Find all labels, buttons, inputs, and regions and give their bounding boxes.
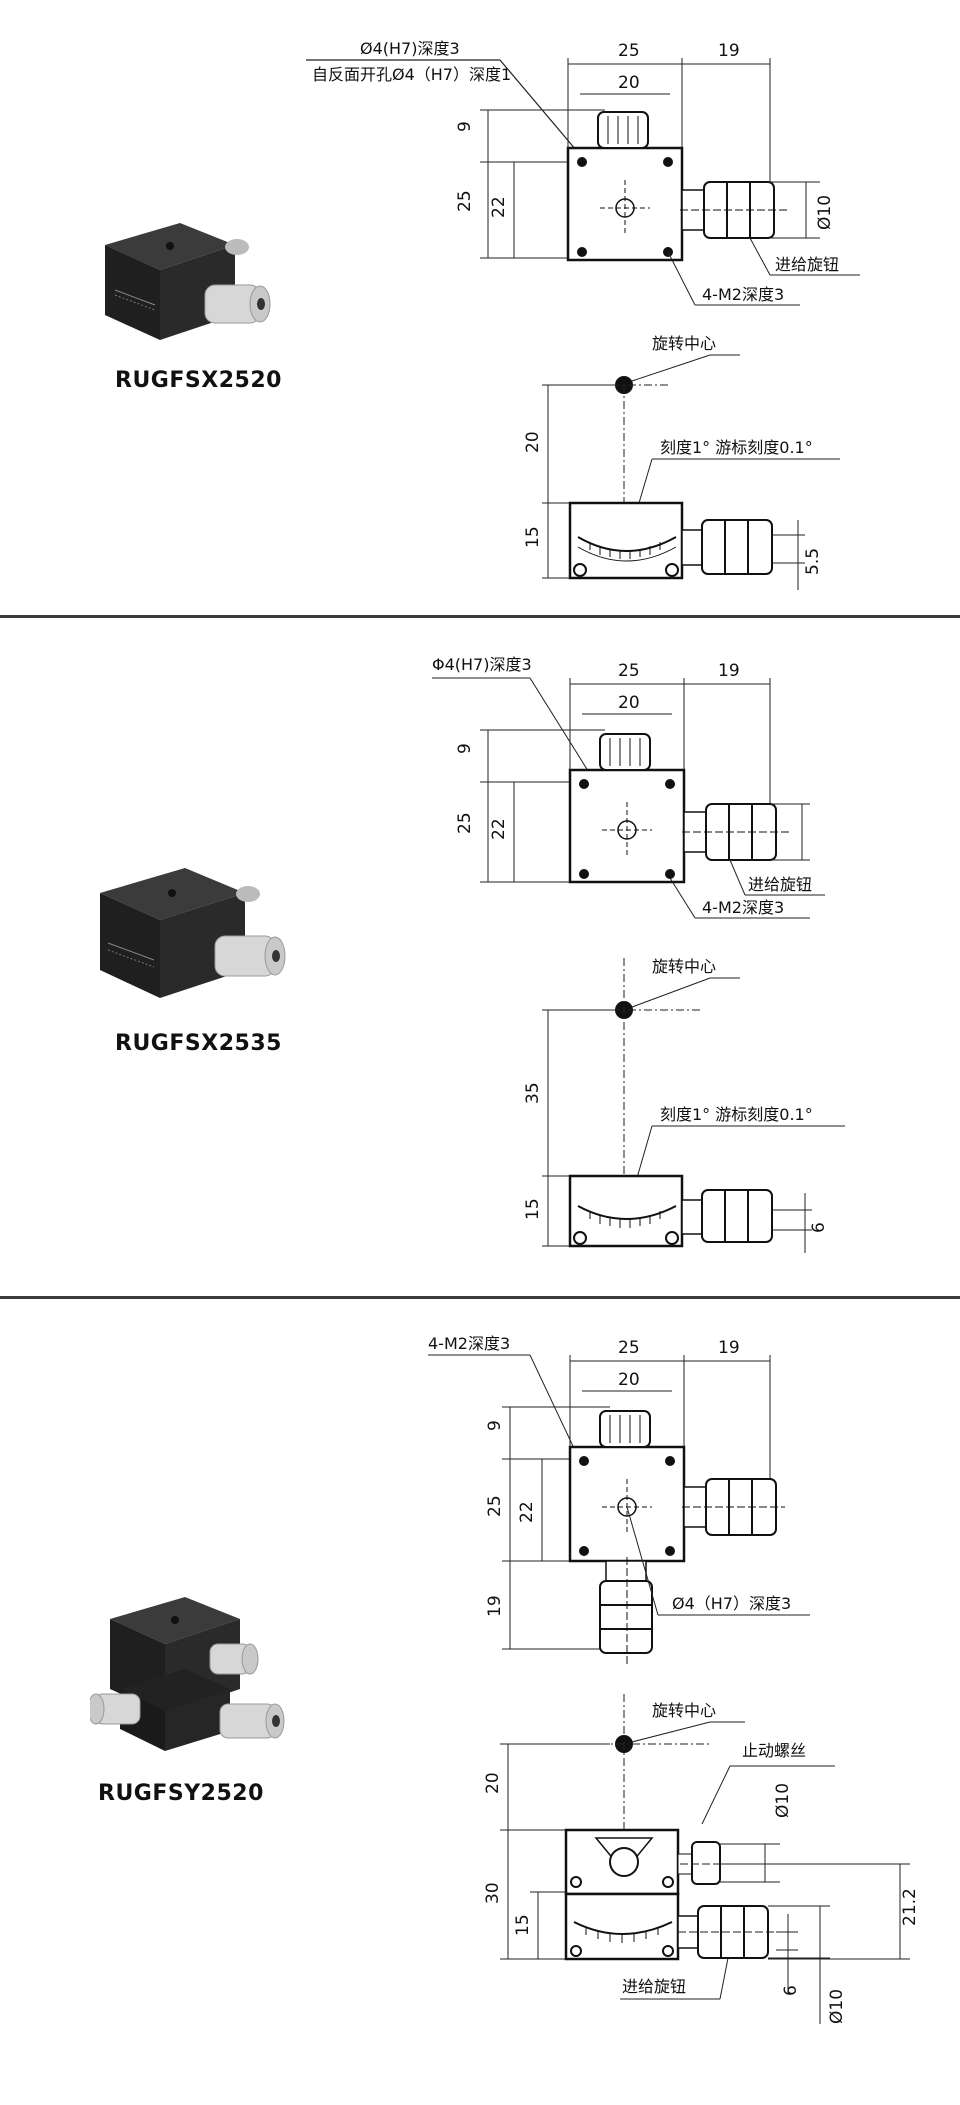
- dim-inner: 20: [618, 693, 640, 713]
- hole-note-2: 自反面开孔Ø4（H7）深度1: [312, 65, 511, 84]
- product-photo-1: [105, 223, 271, 340]
- dim-width: 25: [618, 41, 640, 61]
- dim-height: 25: [455, 812, 475, 834]
- dim-height: 15: [523, 1198, 543, 1220]
- label-knob: 进给旋钮: [748, 875, 812, 894]
- top-view-drawing-1: Ø4(H7)深度3 自反面开孔Ø4（H7）深度1 25 19 20 9 25 2…: [306, 39, 860, 306]
- dim-height: 25: [485, 1495, 505, 1517]
- product-section-1: RUGFSX2520 Ø4(H7)深度3 自反面开孔Ø4（H7）深度1 25 1…: [0, 0, 960, 615]
- dim-lower: 15: [513, 1914, 533, 1936]
- label-screw: 4-M2深度3: [702, 898, 784, 917]
- label-center: 旋转中心: [652, 1701, 716, 1720]
- model-label: RUGFSX2520: [115, 368, 282, 393]
- label-center: 旋转中心: [652, 957, 716, 976]
- dim-knob: 19: [718, 661, 740, 681]
- dim-top: 9: [455, 743, 475, 754]
- section-divider: [0, 615, 960, 618]
- top-view-drawing-2: Φ4(H7)深度3 25 19 20 9 25 22: [432, 655, 825, 896]
- dim-offset: 5.5: [803, 548, 823, 575]
- product-photo-2: [100, 868, 286, 998]
- dim-inner-h: 22: [517, 1501, 537, 1523]
- label-scale: 刻度1° 游标刻度0.1°: [660, 438, 813, 457]
- dim-knob-dia: Ø10: [827, 1989, 847, 2024]
- dim-knob-dia: Ø10: [815, 195, 835, 230]
- dim-total: 30: [483, 1882, 503, 1904]
- dim-inner: 20: [618, 73, 640, 93]
- model-label: RUGFSY2520: [98, 1781, 264, 1806]
- dim-knob: 19: [718, 1338, 740, 1358]
- dim-inner: 20: [618, 1370, 640, 1390]
- label-knob: 进给旋钮: [775, 255, 839, 274]
- hole-note: Ø4（H7）深度3: [672, 1594, 791, 1613]
- dim-offset: 6: [781, 1985, 801, 1996]
- dim-height: 15: [523, 526, 543, 548]
- side-view-drawing-2: 旋转中心 35 15 刻度1° 游标刻度0.1° 6: [523, 957, 845, 1253]
- dim-center: 20: [483, 1772, 503, 1794]
- dim-center: 20: [523, 431, 543, 453]
- dim-height: 25: [455, 190, 475, 212]
- dim-width: 25: [618, 1338, 640, 1358]
- dim-inner-h: 22: [489, 818, 509, 840]
- label-center: 旋转中心: [652, 334, 716, 353]
- product-section-3: RUGFSY2520 4-M2深度3 25 19 20 9 25 22 19: [0, 1299, 960, 2105]
- label-scale: 刻度1° 游标刻度0.1°: [660, 1105, 813, 1124]
- dim-top: 9: [485, 1420, 505, 1431]
- label-knob: 进给旋钮: [622, 1977, 686, 1996]
- dim-center: 35: [523, 1082, 543, 1104]
- dim-bottom-knob: 19: [485, 1595, 505, 1617]
- screw-callout-2: 4-M2深度3: [669, 878, 810, 919]
- side-view-drawing-3: 旋转中心 止动螺丝 20 30 15 Ø10: [483, 1694, 920, 2024]
- dim-knob: 19: [718, 41, 740, 61]
- dim-lock-h: 21.2: [900, 1888, 920, 1926]
- dim-lock-dia: Ø10: [773, 1783, 793, 1818]
- product-photo-3: [90, 1597, 285, 1751]
- label-screw: 4-M2深度3: [702, 285, 784, 304]
- hole-note-1: Φ4(H7)深度3: [432, 655, 532, 674]
- product-section-2: RUGFSX2535 Φ4(H7)深度3 25 19 20 9 25 22: [0, 618, 960, 1296]
- hole-note-1: Ø4(H7)深度3: [360, 39, 460, 58]
- label-lock: 止动螺丝: [742, 1741, 806, 1760]
- side-view-drawing-1: 旋转中心 20 15 刻度1° 游标刻度0.1°: [523, 334, 840, 590]
- label-screw: 4-M2深度3: [428, 1334, 510, 1353]
- top-view-drawing-3: 4-M2深度3 25 19 20 9 25 22 19: [428, 1334, 810, 1667]
- section-divider: [0, 1296, 960, 1299]
- dim-top: 9: [455, 121, 475, 132]
- dim-width: 25: [618, 661, 640, 681]
- dim-inner-h: 22: [489, 196, 509, 218]
- dim-offset: 6: [809, 1222, 829, 1233]
- model-label: RUGFSX2535: [115, 1031, 282, 1056]
